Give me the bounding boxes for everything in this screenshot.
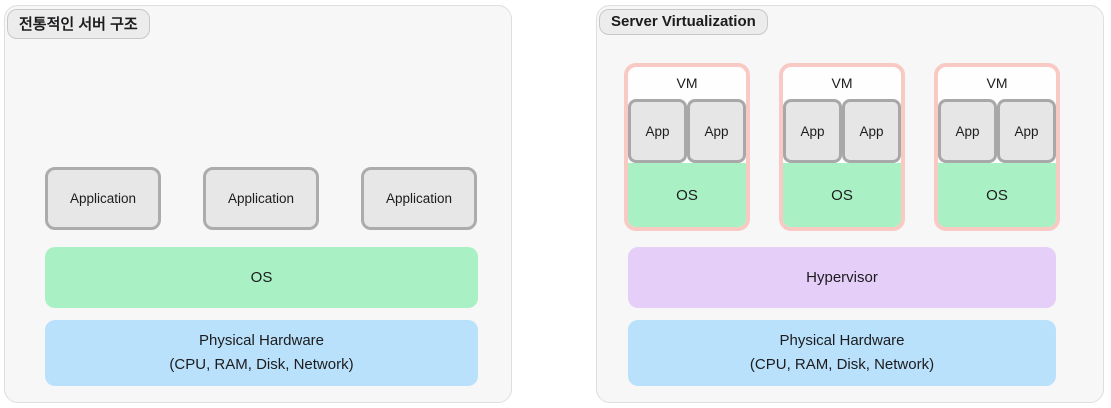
vm-app-row: App App bbox=[628, 99, 746, 163]
application-box: Application bbox=[203, 167, 319, 230]
guest-os-box: OS bbox=[783, 163, 901, 227]
vm-box: VM App App OS bbox=[934, 63, 1060, 231]
vm-box: VM App App OS bbox=[624, 63, 750, 231]
vm-label: VM bbox=[676, 75, 698, 91]
server-virtualization-panel: Server Virtualization VM App App OS VM A… bbox=[596, 5, 1104, 403]
vm-box: VM App App OS bbox=[779, 63, 905, 231]
panel-title-badge: 전통적인 서버 구조 bbox=[7, 9, 150, 39]
vm-app-row: App App bbox=[783, 99, 901, 163]
vm-label: VM bbox=[831, 75, 853, 91]
app-box: App bbox=[628, 99, 687, 163]
application-box: Application bbox=[361, 167, 477, 230]
hypervisor-box: Hypervisor bbox=[628, 247, 1056, 308]
app-box: App bbox=[783, 99, 842, 163]
vm-app-row: App App bbox=[938, 99, 1056, 163]
application-box: Application bbox=[45, 167, 161, 230]
guest-os-box: OS bbox=[628, 163, 746, 227]
os-box: OS bbox=[45, 247, 478, 308]
app-box: App bbox=[938, 99, 997, 163]
hardware-title: Physical Hardware bbox=[198, 332, 325, 349]
vm-label: VM bbox=[986, 75, 1008, 91]
app-box: App bbox=[997, 99, 1056, 163]
hardware-components: (CPU, RAM, Disk, Network) bbox=[169, 356, 354, 373]
hardware-title: Physical Hardware bbox=[779, 332, 905, 349]
hardware-components: (CPU, RAM, Disk, Network) bbox=[749, 356, 935, 373]
app-box: App bbox=[687, 99, 746, 163]
physical-hardware-box: Physical Hardware (CPU, RAM, Disk, Netwo… bbox=[628, 320, 1056, 386]
physical-hardware-box: Physical Hardware (CPU, RAM, Disk, Netwo… bbox=[45, 320, 478, 386]
panel-title-badge: Server Virtualization bbox=[599, 9, 768, 35]
traditional-server-panel: 전통적인 서버 구조 Application Application Appli… bbox=[4, 5, 512, 403]
guest-os-box: OS bbox=[938, 163, 1056, 227]
app-box: App bbox=[842, 99, 901, 163]
